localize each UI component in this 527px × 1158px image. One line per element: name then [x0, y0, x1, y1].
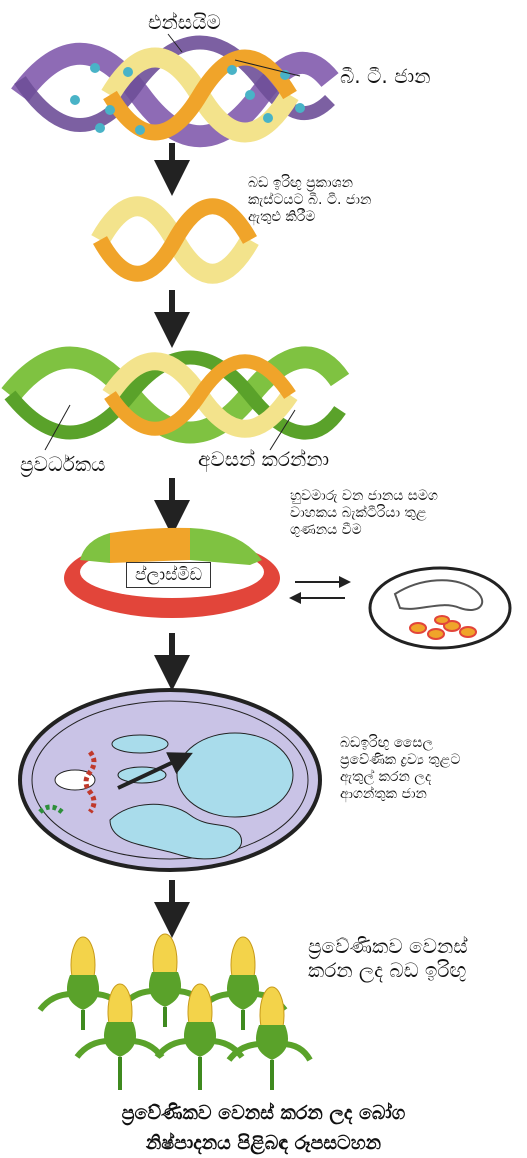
plasmid-label: ප්ලාස්මිඩ	[126, 562, 211, 588]
corn-plants	[40, 934, 310, 1090]
plant-cell	[20, 690, 320, 870]
caption-line2: නිෂ්පාදනය පිළිබඳ රූපසටහන	[0, 1128, 527, 1158]
bacterium-with-plasmids	[370, 568, 510, 648]
caption-line1: ප්‍රවේණිකව වෙනස් කරන ලද බෝග	[0, 1098, 527, 1128]
exchange-arrows	[295, 582, 345, 598]
bt-gene-segment	[100, 206, 250, 274]
dna-with-enzymes	[20, 34, 330, 136]
expression-cassette	[10, 357, 340, 450]
figure-caption: ප්‍රවේණිකව වෙනස් කරන ලද බෝග නිෂ්පාදනය පි…	[0, 1098, 527, 1158]
